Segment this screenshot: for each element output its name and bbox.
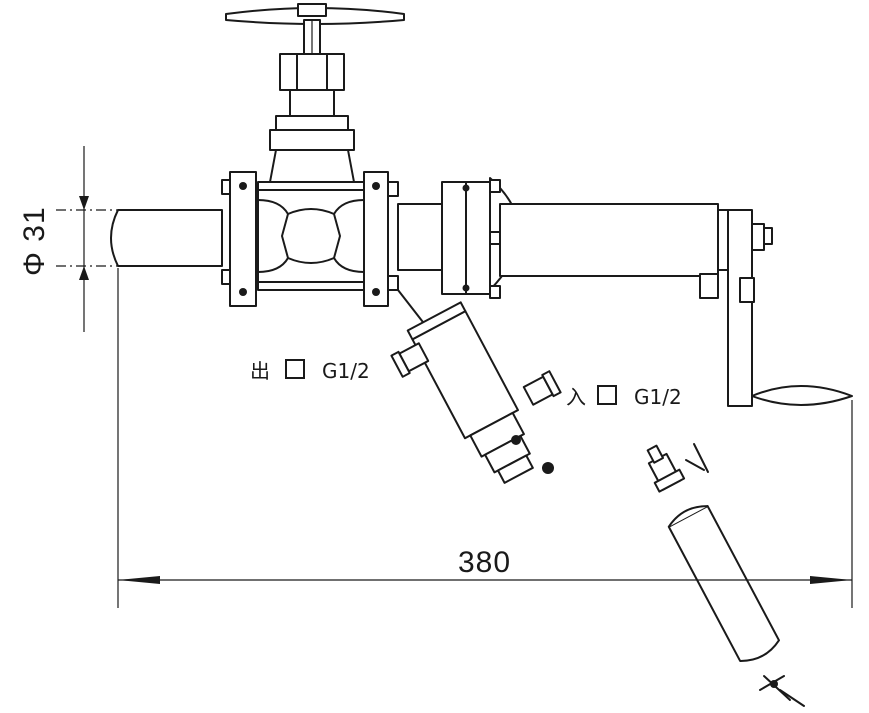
outlet-label: 出 G1/2 [250,359,370,383]
inlet-square-icon [597,385,617,405]
outlet-char: 出 [250,359,270,383]
outlet-spec: G1/2 [322,359,370,383]
handwheel [225,3,405,25]
main-pipe [499,203,719,277]
inlet-char: 入 [566,385,586,409]
valve-bonnet [269,53,355,183]
diameter-dimension [56,146,118,332]
sample-cylinder [646,443,805,707]
diameter-label: Φ 31 [18,206,51,276]
gate-valve-body [257,181,365,291]
angled-sampler [390,289,562,484]
connecting-pipe [397,203,443,271]
outlet-square-icon [285,359,305,379]
inlet-label: 入 G1/2 [566,385,682,409]
length-dimension [117,268,853,608]
valve-left-flange [221,171,257,307]
valve-right-flange [363,171,399,307]
inlet-pipe-left [110,209,223,267]
length-label: 380 [458,546,511,579]
valve-stem [303,19,321,55]
end-bracket [699,209,853,407]
inlet-spec: G1/2 [634,385,682,409]
